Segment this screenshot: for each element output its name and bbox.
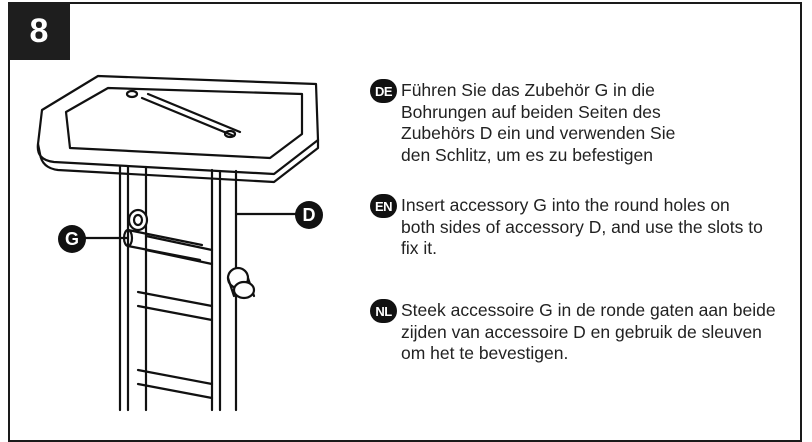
knob-left — [127, 208, 149, 232]
crossbar-lower — [136, 290, 214, 322]
tray-slot — [140, 92, 242, 138]
instruction-nl: NL Steek accessoire G in de ronde gaten … — [370, 299, 790, 365]
instruction-text-en: Insert accessory G into the round holes … — [401, 195, 763, 258]
step-number-badge: 8 — [8, 2, 70, 60]
crossbar-bottom — [136, 368, 214, 400]
instruction-en: EN Insert accessory G into the round hol… — [370, 194, 790, 260]
tray-hole-1 — [125, 89, 139, 99]
tray-inner — [64, 86, 304, 160]
tray-rim — [36, 138, 320, 184]
instruction-de: DE Führen Sie das Zubehör G in die Bohru… — [370, 79, 790, 166]
instruction-text-nl: Steek accessoire G in de ronde gaten aan… — [401, 300, 776, 363]
left-leg — [118, 164, 148, 412]
lang-badge-de: DE — [370, 79, 397, 103]
step-number: 8 — [29, 11, 49, 50]
instruction-text-de: Führen Sie das Zubehör G in die Bohrunge… — [401, 80, 676, 165]
accessory-g-rod — [126, 228, 204, 262]
callout-g: G — [58, 225, 86, 253]
lang-badge-en: EN — [370, 194, 397, 218]
lang-badge-nl: NL — [370, 299, 397, 323]
assembly-illustration — [36, 74, 320, 412]
tray-hole-2 — [223, 129, 237, 139]
callout-d: D — [295, 201, 323, 229]
